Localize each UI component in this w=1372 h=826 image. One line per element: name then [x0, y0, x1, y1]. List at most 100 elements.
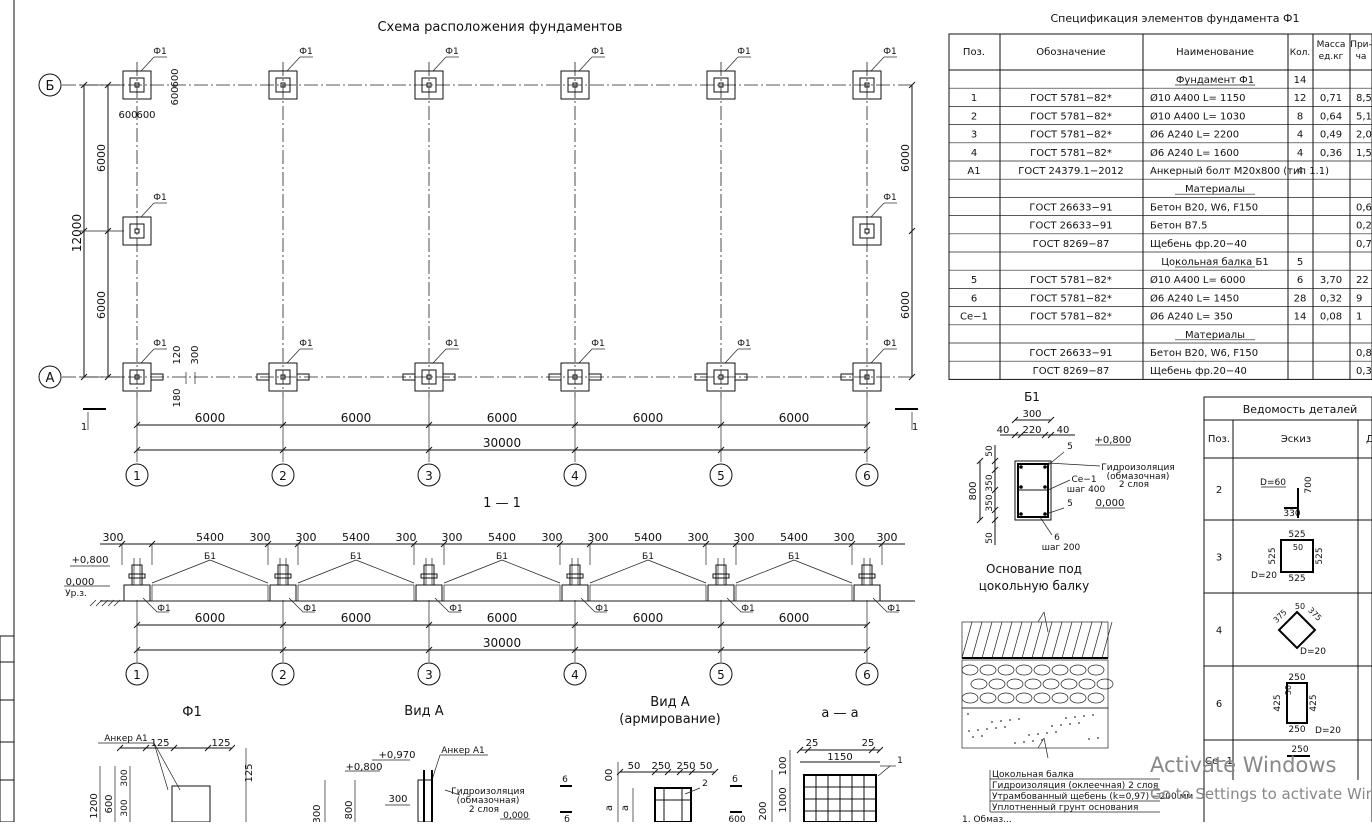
base-plate — [128, 573, 146, 579]
level-zero: 0,000 — [66, 577, 95, 588]
beam-hatch — [1021, 621, 1033, 659]
rebar-dot — [1043, 485, 1047, 489]
arm-bar-mark: 2 — [702, 779, 708, 789]
arm-dim: 250 — [651, 761, 670, 772]
spec-name: Бетон В7.5 — [1150, 221, 1207, 232]
total-dim: 30000 — [483, 436, 521, 450]
pedestal — [131, 564, 143, 586]
aa-bar-mark: 1 — [897, 756, 903, 766]
section-axis-number: 3 — [425, 668, 433, 682]
soil-dot — [981, 735, 983, 737]
dim-tick — [170, 744, 178, 752]
beam-outline — [735, 584, 853, 602]
leader — [870, 56, 885, 72]
waterproof-leader — [1047, 462, 1101, 467]
beam-leader — [443, 559, 503, 584]
aa-dim: 25 — [806, 738, 819, 749]
sketch-label: 50 — [1295, 602, 1305, 611]
pedestal — [861, 564, 873, 586]
arm-leader — [684, 787, 701, 795]
spec-mass: 0,08 — [1320, 312, 1342, 323]
base-title-2: цокольную балку — [979, 579, 1089, 593]
footing — [707, 584, 735, 602]
beam-bar6-step: шаг 200 — [1042, 543, 1081, 553]
ground-hatch — [113, 599, 121, 607]
vid-a-dim: 300 — [388, 794, 407, 805]
section-f-mark: Ф1 — [303, 604, 316, 614]
soil-dot — [1028, 734, 1030, 736]
foundation-mark: Ф1 — [153, 339, 166, 349]
plan-title: Схема расположения фундаментов — [377, 20, 622, 35]
dim-tick — [1047, 431, 1055, 439]
base-beam-layer — [961, 621, 1109, 659]
anchor — [134, 228, 140, 234]
soil-dot — [1046, 732, 1048, 734]
soil-dot — [1074, 716, 1076, 718]
section-title: 1 — 1 — [483, 496, 521, 511]
beam-dim-top: 300 — [1022, 409, 1041, 420]
soil-dot — [1060, 724, 1062, 726]
spec-mass: 0,64 — [1320, 111, 1342, 122]
bar6-leader — [1039, 516, 1053, 536]
base-layer-label: Цокольная балка — [992, 770, 1074, 780]
axis-bubble-3 — [417, 463, 441, 487]
dim-tick — [863, 421, 871, 429]
leader — [724, 348, 739, 364]
anchor — [864, 228, 870, 234]
gravel-stone — [961, 692, 979, 704]
leader — [288, 597, 304, 613]
beam-seat-l — [256, 373, 270, 381]
pad-inner — [129, 77, 145, 93]
spec-qty: 6 — [1297, 275, 1303, 286]
gravel-stone — [1006, 678, 1024, 690]
vid-a-level: +0,800 — [345, 762, 382, 773]
segment-dim: 5400 — [780, 531, 808, 544]
axis-number-6: 6 — [863, 469, 871, 483]
segment-dim: 300 — [688, 531, 709, 544]
leader — [432, 56, 447, 72]
axis-label-a: А — [46, 371, 55, 386]
axis-bubble-5 — [709, 463, 733, 487]
dim-tick — [651, 768, 659, 776]
parts-header: Эскиз — [1281, 434, 1311, 445]
base-detail: Основание под цокольную балку Цокольная … — [961, 562, 1193, 825]
spec-note: 8,5 — [1356, 93, 1372, 104]
spec-doc: ГОСТ 26633−91 — [1029, 202, 1112, 213]
pad-outer — [414, 70, 444, 100]
sketch-label: D=60 — [1260, 478, 1286, 488]
dim-tick — [991, 457, 999, 465]
leader — [140, 202, 155, 218]
leader — [434, 597, 450, 613]
soil-dot — [1051, 725, 1053, 727]
pad-inner — [129, 369, 145, 385]
pad-dim-y1: 600 — [170, 68, 181, 87]
section-foundation: Ф1 — [269, 558, 317, 614]
base-plate — [274, 573, 292, 579]
beam-leader — [647, 559, 707, 584]
spec-name: Ø6 А240 L= 350 — [1150, 311, 1233, 323]
base-layer-label: Уплотненный грунт основания — [992, 803, 1138, 813]
anchor — [280, 82, 286, 88]
beam-hatch — [1091, 621, 1103, 659]
spec-note: 1,5 — [1356, 148, 1372, 159]
gravel-stone — [1042, 678, 1060, 690]
beam-leader — [735, 559, 795, 584]
leader — [432, 348, 447, 364]
segment-dim: 300 — [250, 531, 271, 544]
spec-note: 0,2 — [1356, 221, 1372, 232]
beam-hatch — [1081, 621, 1093, 659]
soil-dot — [1092, 714, 1094, 716]
section-total-dim: 30000 — [483, 636, 521, 650]
arm-dim: 50 — [628, 761, 641, 772]
foundation-f1: Ф1 — [256, 339, 313, 392]
beam-label: Б1 — [642, 552, 654, 562]
section-axis-number: 4 — [571, 668, 579, 682]
parts-pos: Сe−1 — [1205, 756, 1233, 767]
parts-header: Д — [1366, 434, 1372, 445]
cut-label-right: 1 — [912, 422, 918, 433]
